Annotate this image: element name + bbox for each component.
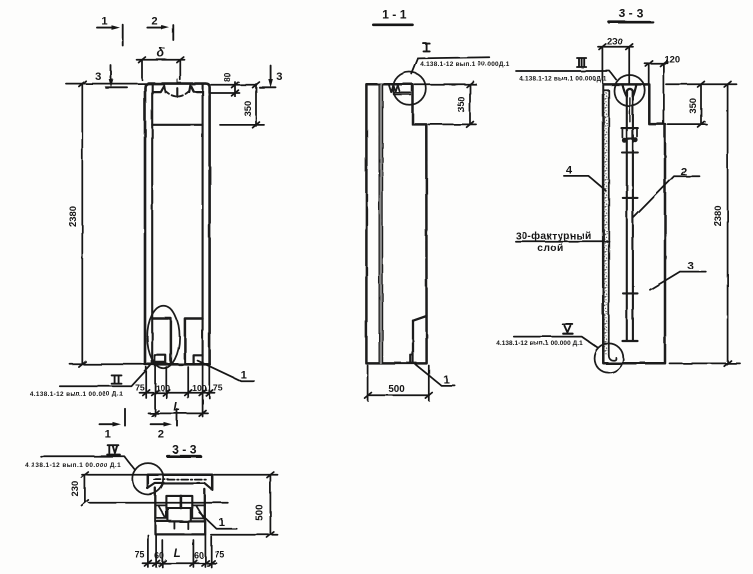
svg-text:3 - 3: 3 - 3 xyxy=(619,7,644,21)
svg-text:4.138.1-12 вып.1 00.000Д.1: 4.138.1-12 вып.1 00.000Д.1 xyxy=(420,61,510,68)
svg-text:2: 2 xyxy=(680,166,686,178)
svg-text:75: 75 xyxy=(135,550,145,560)
svg-text:350: 350 xyxy=(242,101,253,117)
svg-text:1: 1 xyxy=(219,517,225,529)
svg-text:L: L xyxy=(174,548,181,560)
svg-text:500: 500 xyxy=(254,504,265,521)
svg-text:1: 1 xyxy=(105,429,111,441)
svg-text:2380: 2380 xyxy=(67,206,78,227)
svg-text:75: 75 xyxy=(213,383,223,393)
svg-text:слой: слой xyxy=(537,243,564,254)
svg-text:3 - 3: 3 - 3 xyxy=(172,443,197,457)
svg-text:1: 1 xyxy=(101,16,107,28)
svg-text:3: 3 xyxy=(687,260,693,272)
svg-text:4.138.1-12 вып.1 00.000 Д.1: 4.138.1-12 вып.1 00.000 Д.1 xyxy=(25,462,121,469)
svg-text:75: 75 xyxy=(215,550,225,560)
svg-text:4.138.1-12 вып.1 00.000Д.1: 4.138.1-12 вып.1 00.000Д.1 xyxy=(519,76,607,83)
svg-text:100: 100 xyxy=(192,383,207,393)
svg-text:230: 230 xyxy=(607,36,623,47)
svg-text:δ: δ xyxy=(157,46,165,60)
svg-text:4.138.1-12 вып.1 00.000 Д.1: 4.138.1-12 вып.1 00.000 Д.1 xyxy=(30,391,123,398)
svg-text:2: 2 xyxy=(151,16,157,28)
svg-text:100: 100 xyxy=(156,383,171,393)
svg-text:350: 350 xyxy=(455,97,466,113)
svg-text:1: 1 xyxy=(443,374,449,386)
svg-text:60: 60 xyxy=(154,550,164,560)
svg-text:3: 3 xyxy=(95,71,101,83)
svg-text:80: 80 xyxy=(223,72,232,82)
svg-text:L: L xyxy=(173,402,180,414)
svg-text:500: 500 xyxy=(388,384,405,395)
svg-text:3: 3 xyxy=(276,71,282,83)
svg-text:4.138.1-12 вып.1 00.000 Д.1: 4.138.1-12 вып.1 00.000 Д.1 xyxy=(496,340,583,347)
svg-text:1: 1 xyxy=(241,370,247,382)
svg-text:4: 4 xyxy=(566,164,573,176)
svg-text:230: 230 xyxy=(69,481,80,497)
svg-text:2380: 2380 xyxy=(712,206,723,227)
svg-text:2: 2 xyxy=(158,429,164,441)
svg-text:75: 75 xyxy=(135,383,145,393)
svg-text:60: 60 xyxy=(194,550,204,560)
svg-text:350: 350 xyxy=(687,98,698,114)
svg-text:1 - 1: 1 - 1 xyxy=(382,8,407,22)
svg-text:30-фактурный: 30-фактурный xyxy=(516,230,592,242)
svg-text:120: 120 xyxy=(664,54,680,65)
